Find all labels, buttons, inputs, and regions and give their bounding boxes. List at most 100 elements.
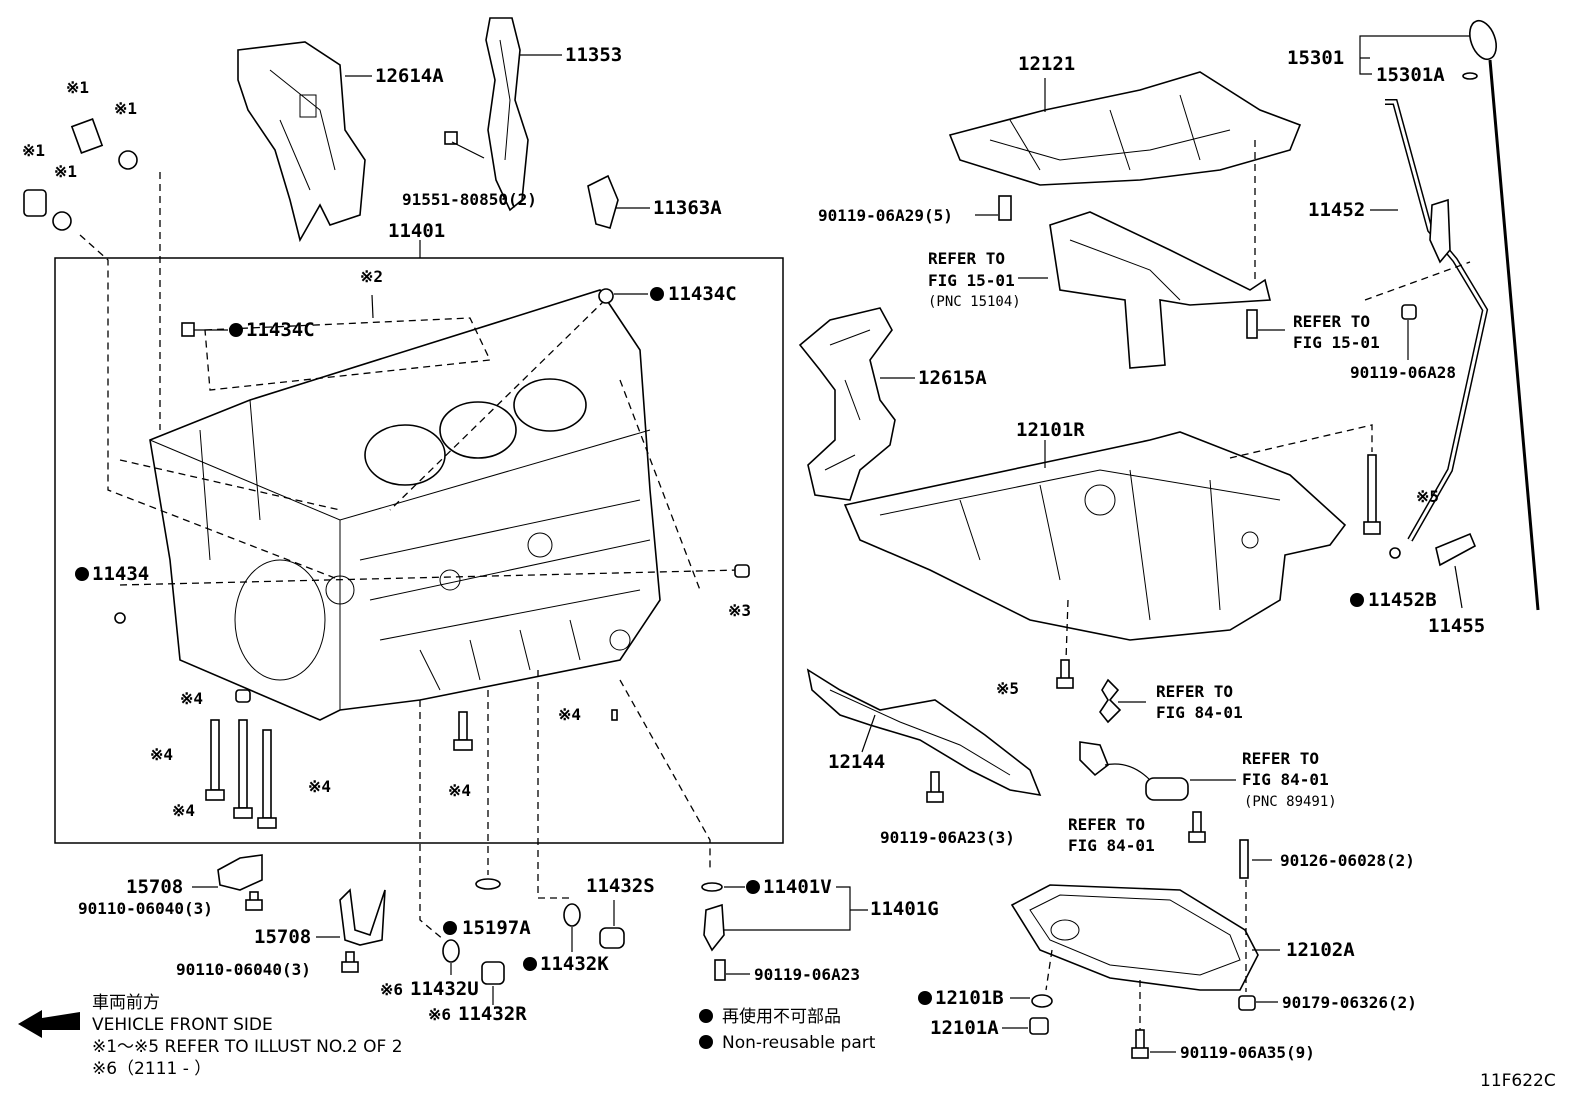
non-reusable-dot (523, 957, 537, 971)
label-11353: 11353 (565, 44, 622, 66)
label-11452B: 11452B (1368, 589, 1437, 611)
label-12615A: 12615A (918, 367, 987, 389)
label-90119-06A23: 90119-06A23 (754, 965, 860, 984)
non-reusable-dot (1350, 593, 1364, 607)
label-15708-b: 15708 (254, 926, 311, 948)
refer-15-a-line3: (PNC 15104) (928, 294, 1021, 310)
part-12101R-illustration (843, 431, 1347, 641)
label-90119-06A23-3: 90119-06A23(3) (880, 828, 1015, 847)
part-12102A-illustration (1010, 884, 1259, 991)
label-90119-06A29: 90119-06A29(5) (818, 206, 953, 225)
non-reusable-dot (918, 991, 932, 1005)
dipstick-illustration (1462, 19, 1540, 611)
note-date: ※6（2111 - ） (92, 1059, 211, 1079)
mark-1b: ※1 (114, 99, 137, 118)
mark-5b: ※5 (996, 679, 1019, 698)
mark-1a: ※1 (66, 78, 89, 97)
label-15708-a: 15708 (126, 876, 183, 898)
label-90119-06A35: 90119-06A35(9) (1180, 1043, 1315, 1062)
note-front-en: VEHICLE FRONT SIDE (92, 1015, 273, 1035)
label-11434C-b: 11434C (668, 283, 737, 305)
label-11452: 11452 (1308, 199, 1365, 221)
label-11432S: 11432S (586, 875, 655, 897)
label-12102A: 12102A (1286, 939, 1355, 961)
non-reusable-dot (746, 880, 760, 894)
mark-1c: ※1 (22, 141, 45, 160)
label-11434C-a: 11434C (246, 319, 315, 341)
refer-84-b-line1: REFER TO (1242, 749, 1319, 768)
diagram-id: 11F622C (1480, 1071, 1556, 1091)
part-12614A-illustration (237, 41, 366, 243)
mark-4b: ※4 (150, 745, 173, 764)
label-11455: 11455 (1428, 615, 1485, 637)
label-11434: 11434 (92, 563, 149, 585)
oil-level-sensor-illustration (1079, 741, 1189, 801)
legend-jp: 再使用不可部品 (722, 1006, 841, 1027)
refer-84-c-line2: FIG 84-01 (1068, 836, 1155, 855)
knock-sensor-parts (23, 118, 138, 231)
legend-en: Non-reusable part (722, 1033, 876, 1053)
mark-3: ※3 (728, 601, 751, 620)
refer-84-a-line2: FIG 84-01 (1156, 703, 1243, 722)
mark-4d: ※4 (308, 777, 331, 796)
label-91551: 91551-80850(2) (402, 190, 537, 209)
part-15708-b-illustration (339, 888, 386, 946)
label-90179: 90179-06326(2) (1282, 993, 1417, 1012)
label-90110-b: 90110-06040(3) (176, 960, 311, 979)
label-12101B: 12101B (935, 987, 1004, 1009)
dipstick-guide-illustration (1385, 99, 1489, 542)
non-reusable-dot (229, 323, 243, 337)
refer-84-c-line1: REFER TO (1068, 815, 1145, 834)
refer-84-a-line1: REFER TO (1156, 682, 1233, 701)
refer-15-b-line2: FIG 15-01 (1293, 333, 1380, 352)
label-11432U: 11432U (410, 978, 479, 1000)
mark-6a: ※6 (380, 980, 403, 999)
label-12144: 12144 (828, 751, 885, 773)
mark-6b: ※6 (428, 1005, 451, 1024)
label-12614A: 12614A (375, 65, 444, 87)
note-front-jp: 車両前方 (92, 993, 160, 1013)
mark-4f: ※4 (558, 705, 581, 724)
block-bolts (205, 689, 618, 829)
label-90119-06A28: 90119-06A28 (1350, 363, 1456, 382)
label-15197A: 15197A (462, 917, 531, 939)
mark-4a: ※4 (180, 689, 203, 708)
mark-4e: ※4 (448, 781, 471, 800)
non-reusable-dot (650, 287, 664, 301)
label-11432K: 11432K (540, 953, 609, 975)
refer-84-b-line3: (PNC 89491) (1244, 794, 1337, 810)
label-11401G: 11401G (870, 898, 939, 920)
label-15301A: 15301A (1376, 64, 1445, 86)
label-12101R: 12101R (1016, 419, 1085, 441)
label-11432R: 11432R (458, 1003, 527, 1025)
label-90110-a: 90110-06040(3) (78, 899, 213, 918)
label-12101A: 12101A (930, 1017, 999, 1039)
label-15301: 15301 (1287, 47, 1344, 69)
label-11401V: 11401V (763, 876, 832, 898)
refer-15-b-line1: REFER TO (1293, 312, 1370, 331)
part-11353-illustration (485, 17, 529, 212)
refer-15-a-line2: FIG 15-01 (928, 271, 1015, 290)
part-15708-a-illustration (217, 854, 263, 891)
part-12121-illustration (948, 71, 1302, 186)
cylinder-block-frame (54, 257, 784, 844)
legend-dot (699, 1009, 713, 1023)
label-90126: 90126-06028(2) (1280, 851, 1415, 870)
part-11363A-illustration (587, 174, 619, 229)
front-arrow-icon (18, 1010, 80, 1038)
bolt-91551 (444, 131, 485, 159)
refer-84-b-line2: FIG 84-01 (1242, 770, 1329, 789)
label-11401: 11401 (388, 220, 445, 242)
part-12615A-illustration (798, 307, 896, 501)
note-refer: ※1～※5 REFER TO ILLUST NO.2 OF 2 (92, 1037, 403, 1057)
non-reusable-dot (75, 567, 89, 581)
mark-1d: ※1 (54, 162, 77, 181)
label-12121: 12121 (1018, 53, 1075, 75)
part-12144-illustration (806, 668, 1042, 797)
oil-strainer-illustration (1049, 211, 1272, 369)
mark-4c: ※4 (172, 801, 195, 820)
refer-15-a-line1: REFER TO (928, 249, 1005, 268)
label-11363A: 11363A (653, 197, 722, 219)
mark-2: ※2 (360, 267, 383, 286)
